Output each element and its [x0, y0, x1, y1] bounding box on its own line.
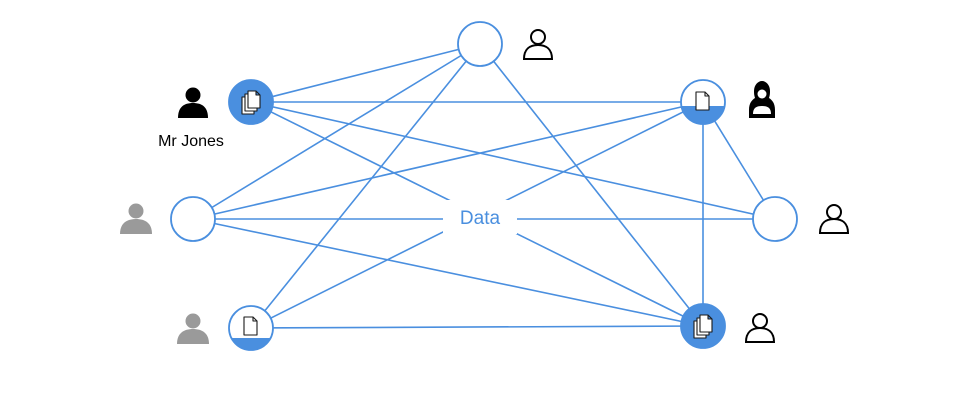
user-middle-left	[120, 203, 152, 234]
person-hooded-icon	[749, 81, 775, 118]
center-hub: Data	[443, 200, 517, 234]
user-top-center	[522, 29, 554, 60]
center-label: Data	[460, 208, 501, 229]
person-solid-icon	[120, 203, 152, 234]
person-outline-icon	[818, 204, 850, 234]
user-top-left: Mr Jones	[158, 87, 224, 150]
edge-top-right-to-middle-left	[192, 101, 704, 220]
edge-middle-left-to-bottom-right	[192, 218, 704, 327]
person-outline-icon	[744, 313, 776, 343]
edge-bottom-left-to-bottom-right	[250, 325, 704, 329]
edge-top-center-to-bottom-left	[250, 43, 481, 329]
node-middle-right[interactable]	[752, 196, 798, 242]
center-label-backing	[443, 200, 517, 234]
user-bottom-left	[177, 313, 209, 344]
single-document-icon	[243, 316, 258, 336]
node-bottom-left[interactable]	[228, 305, 274, 352]
person-solid-icon	[178, 87, 208, 118]
documents-stack-icon	[241, 90, 261, 115]
user-bottom-right	[744, 313, 776, 343]
node-middle-left[interactable]	[170, 196, 216, 242]
person-outline-icon	[522, 29, 554, 60]
user-name-label: Mr Jones	[158, 133, 224, 150]
edge-top-center-to-middle-left	[192, 43, 481, 220]
edge-top-center-to-top-left	[250, 43, 481, 103]
edges-layer	[192, 43, 776, 329]
edge-top-center-to-bottom-right	[479, 43, 704, 327]
node-top-center[interactable]	[457, 21, 503, 67]
user-middle-right	[818, 204, 850, 234]
edge-top-left-to-middle-right	[250, 101, 776, 220]
documents-stack-icon	[693, 314, 713, 339]
node-top-left[interactable]	[228, 79, 274, 125]
person-solid-icon	[177, 313, 209, 344]
node-bottom-right[interactable]	[680, 303, 726, 349]
user-top-right	[749, 81, 775, 118]
single-document-icon	[695, 91, 710, 111]
node-top-right[interactable]	[680, 79, 726, 126]
